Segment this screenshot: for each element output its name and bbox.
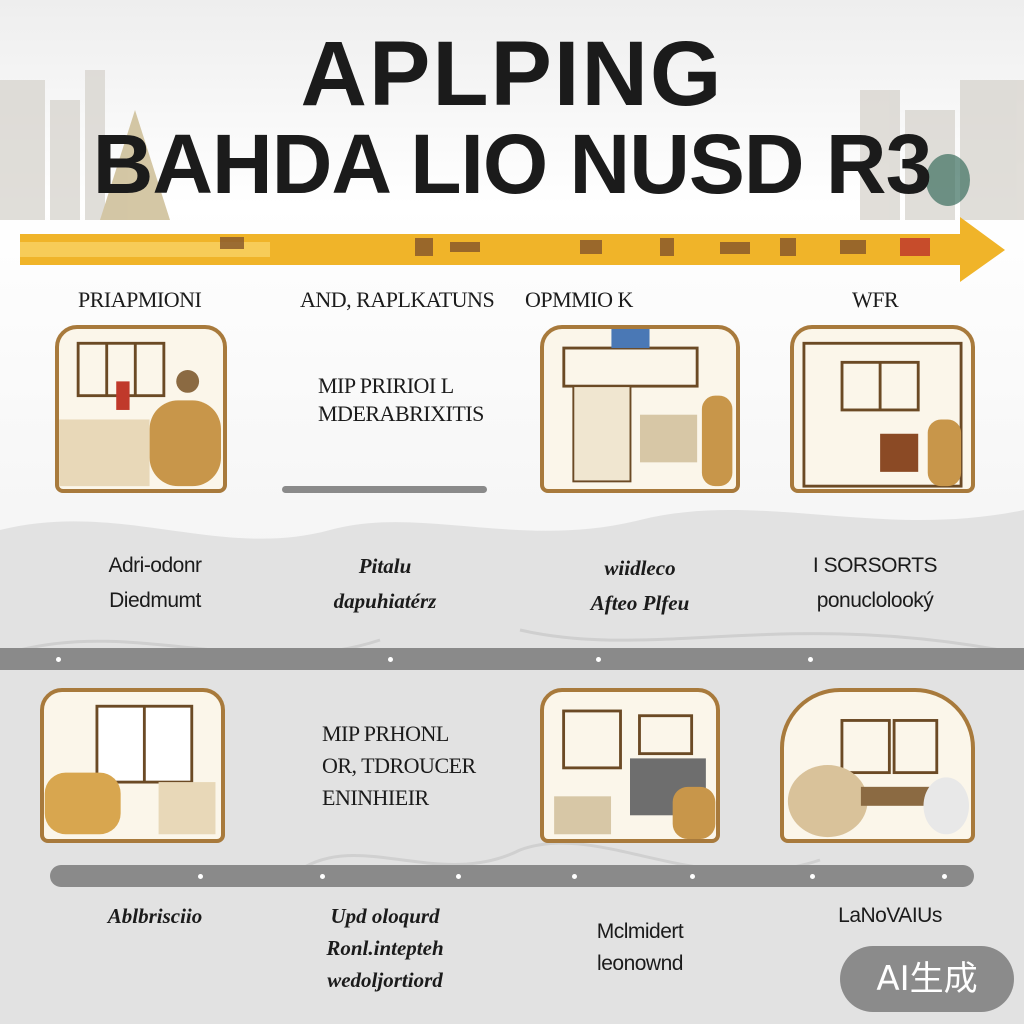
- desc-3-line-1: wiidleco: [604, 556, 676, 580]
- rail-1-marker: [388, 657, 393, 662]
- stage-label-3: OPMMIO K: [520, 287, 633, 312]
- ai-generated-badge: AI生成: [840, 946, 1014, 1012]
- timeline-rail-1: [0, 648, 1024, 670]
- rail-1-marker: [808, 657, 813, 662]
- middle-note-2-line-3: ENINHIEIR: [322, 785, 429, 810]
- living-room-illustration: [59, 341, 221, 487]
- desc-6-line-3: wedoljortiord: [327, 968, 443, 992]
- desc-4-line-1: I SORSORTS: [812, 554, 938, 577]
- desc-2-line-1: Pitalu: [358, 554, 412, 578]
- timeline-arrow: [20, 217, 1005, 282]
- dining-room-illustration: [787, 719, 970, 838]
- rail-2-marker: [456, 874, 461, 879]
- desc-7-line-2: leonownd: [597, 952, 683, 975]
- main-subtitle: BAHDA LIO NUSD R3: [92, 117, 933, 211]
- middle-note-1-line-2: MDERABRIXITIS: [318, 401, 484, 426]
- city-skyline-illustration: [0, 70, 1024, 220]
- desc-2-line-2: dapuhiatérz: [333, 589, 437, 613]
- desc-4-line-2: ponuclolooký: [816, 589, 934, 612]
- stage-label-4: WFR: [852, 287, 899, 312]
- room-card-3: [790, 325, 975, 493]
- middle-note-2-line-1: MIP PRHONL: [322, 721, 449, 746]
- stage-label-2: AND, RAPLKATUNS: [300, 287, 495, 312]
- study-room-illustration: [554, 709, 716, 839]
- rail-1-marker: [56, 657, 61, 662]
- room-card-2: [540, 325, 740, 493]
- main-title: APLPING: [300, 23, 724, 125]
- middle-note-1-line-1: MIP PRIRIOI L: [318, 373, 454, 398]
- lounge-illustration: [44, 704, 216, 835]
- desc-3-line-2: Afteo Plfeu: [590, 591, 690, 615]
- room-card-6: [780, 688, 975, 843]
- rail-2-marker: [942, 874, 947, 879]
- desc-7-line-1: Mclmidert: [596, 920, 684, 943]
- rail-1-marker: [596, 657, 601, 662]
- desc-8-line-1: LaNoVAIUs: [838, 904, 942, 927]
- middle-divider: [282, 486, 487, 493]
- rail-2-marker: [810, 874, 815, 879]
- rail-2-marker: [198, 874, 203, 879]
- bedroom-illustration: [802, 341, 963, 488]
- middle-note-2-line-2: OR, TDROUCER: [322, 753, 476, 778]
- room-card-5: [540, 688, 720, 843]
- rail-2-marker: [690, 874, 695, 879]
- desc-5-line-1: Ablbrisciio: [107, 904, 203, 928]
- rail-2-marker: [320, 874, 325, 879]
- kitchen-illustration: [562, 329, 733, 487]
- desc-1-line-2: Diedmumt: [109, 589, 201, 612]
- rail-2-marker: [572, 874, 577, 879]
- room-card-4: [40, 688, 225, 843]
- room-card-1: [55, 325, 227, 493]
- desc-1-line-1: Adri-odonr: [108, 554, 202, 577]
- desc-6-line-2: Ronl.intepteh: [326, 936, 444, 960]
- stage-label-1: PRIAPMIONI: [78, 287, 202, 312]
- desc-6-line-1: Upd oloqurd: [330, 904, 440, 928]
- timeline-rail-2: [50, 865, 974, 887]
